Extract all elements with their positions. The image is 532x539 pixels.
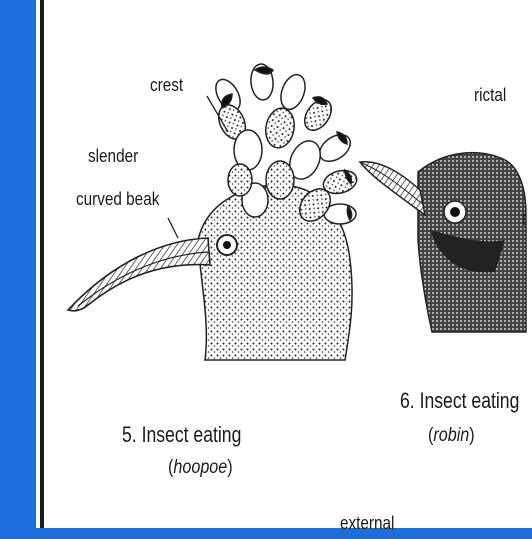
robin-head-drawing <box>360 153 526 332</box>
hoopoe-beak <box>68 238 210 311</box>
label-external: external <box>340 514 394 532</box>
caption-robin-title: 6. Insect eating <box>400 390 519 412</box>
paren-close: ) <box>469 425 474 446</box>
beak-leader-line <box>168 218 178 238</box>
label-crest: crest <box>150 76 183 94</box>
robin-beak <box>360 162 425 215</box>
label-curved-beak: curved beak <box>76 190 159 208</box>
label-rictal: rictal <box>474 86 506 104</box>
hoopoe-scientific-name: hoopoe <box>173 457 227 478</box>
caption-robin-name: (robin) <box>428 426 475 445</box>
caption-hoopoe-name: (hoopoe) <box>168 458 233 477</box>
hoopoe-head-drawing <box>68 63 359 360</box>
robin-scientific-name: robin <box>433 425 469 446</box>
paren-close: ) <box>227 457 232 478</box>
label-slender: slender <box>88 147 138 165</box>
label-edge-t: t <box>522 210 526 228</box>
caption-hoopoe-title: 5. Insect eating <box>122 424 241 446</box>
